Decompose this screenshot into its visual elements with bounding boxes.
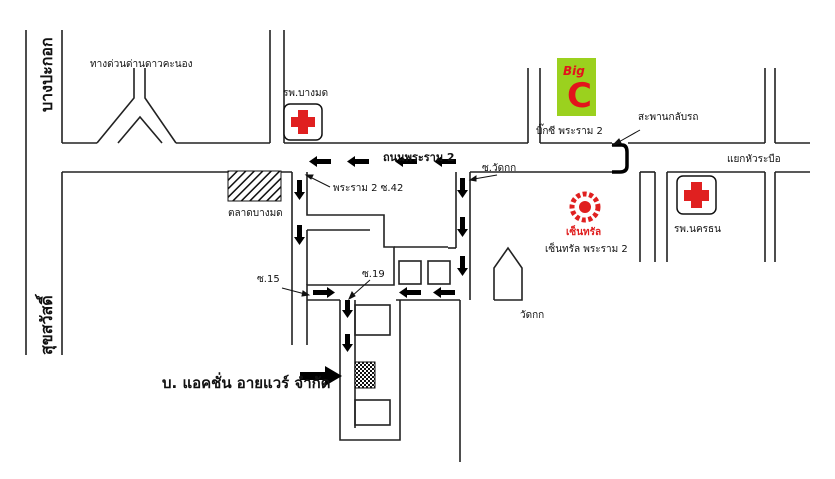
hospital-bangmod-icon	[283, 103, 323, 141]
label-bigc-store: บิ๊กซี พระราม 2	[536, 123, 603, 137]
label-intersection: แยกหัวระบือ	[727, 153, 781, 165]
hospital-nakhonthon-icon	[676, 175, 717, 215]
direction-arrows	[294, 156, 468, 386]
arrow-down-2	[294, 225, 305, 245]
central-logo: เซ็นทรัล	[566, 191, 601, 238]
arrow-left-5	[399, 287, 421, 298]
label-soi-15: ซ.15	[257, 274, 280, 285]
market-block	[227, 170, 282, 202]
uturn-bridge	[612, 143, 629, 174]
arrow-down-7	[342, 334, 353, 352]
label-soi-42: พระราม 2 ซ.42	[333, 183, 403, 194]
label-hospital-bangmod: รพ.บางมด	[283, 88, 328, 99]
arrow-right-1	[313, 287, 335, 298]
label-hospital-nakhonthon: รพ.นครธน	[674, 224, 721, 235]
arrow-left-3	[395, 156, 417, 167]
road-lines	[25, 30, 810, 462]
label-soi-watkok: ซ.วัดกก	[482, 163, 516, 174]
label-bridge: สะพานกลับรถ	[638, 112, 698, 123]
label-soi-19: ซ.19	[362, 269, 385, 280]
label-road-suksawat: สุขสวัสดิ์	[35, 293, 57, 355]
bigc-logo: Big C	[557, 58, 596, 116]
label-market: ตลาดบางมด	[228, 208, 283, 219]
leader-lines	[281, 129, 641, 301]
arrow-left-2	[347, 156, 369, 167]
label-road-left: บางปะกอก	[37, 37, 56, 112]
arrow-left-6	[433, 287, 455, 298]
arrow-left-4	[434, 156, 456, 167]
arrow-down-3	[457, 178, 468, 198]
label-temple: วัดกก	[520, 310, 544, 321]
bigc-logo-letter: C	[567, 76, 592, 116]
company-building	[354, 361, 376, 389]
label-expressway: ทางด่วนด่านดาวคะนอง	[90, 59, 193, 70]
label-company: บ. แอคชั่น อายแวร์ จำกัด	[162, 372, 330, 392]
arrow-down-4	[457, 217, 468, 237]
label-central-store: เซ็นทรัล พระราม 2	[545, 241, 628, 255]
label-main-road: ถนนพระราม 2	[383, 151, 455, 164]
bigc-logo-top: Big	[563, 64, 585, 78]
company-pointer-arrow	[300, 366, 342, 386]
arrow-down-1	[294, 180, 305, 200]
central-logo-text: เซ็นทรัล	[566, 224, 601, 238]
arrow-left-1	[309, 156, 331, 167]
arrow-down-6	[342, 300, 353, 318]
arrow-down-5	[457, 256, 468, 276]
